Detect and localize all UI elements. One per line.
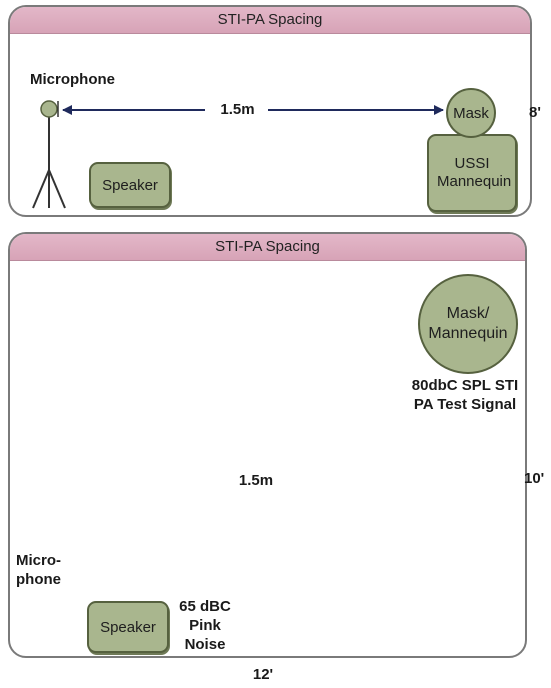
test-signal-label: 80dbC SPL STI PA Test Signal <box>411 377 519 413</box>
speaker-label: Speaker <box>102 176 158 194</box>
mask-circle: Mask <box>446 88 496 138</box>
distance-label: 1.5m <box>220 101 255 118</box>
mannequin-label: USSI Mannequin <box>437 155 512 190</box>
bottom-height-label: 10' <box>524 470 545 487</box>
bottom-microphone-label: Micro- phone <box>16 552 61 588</box>
microphone-label: Microphone <box>30 71 115 88</box>
microphone-icon <box>40 100 59 118</box>
mask-mannequin-circle: Mask/ Mannequin <box>418 274 518 374</box>
bottom-width-label: 12' <box>252 666 274 683</box>
tripod-icon <box>32 117 66 209</box>
bottom-distance-label: 1.5m <box>238 472 274 489</box>
bottom-panel-title: STI-PA Spacing <box>10 234 525 261</box>
speaker-box: Speaker <box>89 162 171 208</box>
mask-label: Mask <box>453 104 489 122</box>
bottom-speaker-box: Speaker <box>87 601 169 653</box>
pink-noise-label: 65 dBC Pink Noise <box>179 598 231 653</box>
mannequin-box: USSI Mannequin <box>427 134 517 212</box>
top-height-label: 8' <box>529 104 541 121</box>
top-panel-title: STI-PA Spacing <box>10 7 530 34</box>
mask-mannequin-label: Mask/ Mannequin <box>428 305 508 342</box>
bottom-speaker-label: Speaker <box>100 618 156 636</box>
